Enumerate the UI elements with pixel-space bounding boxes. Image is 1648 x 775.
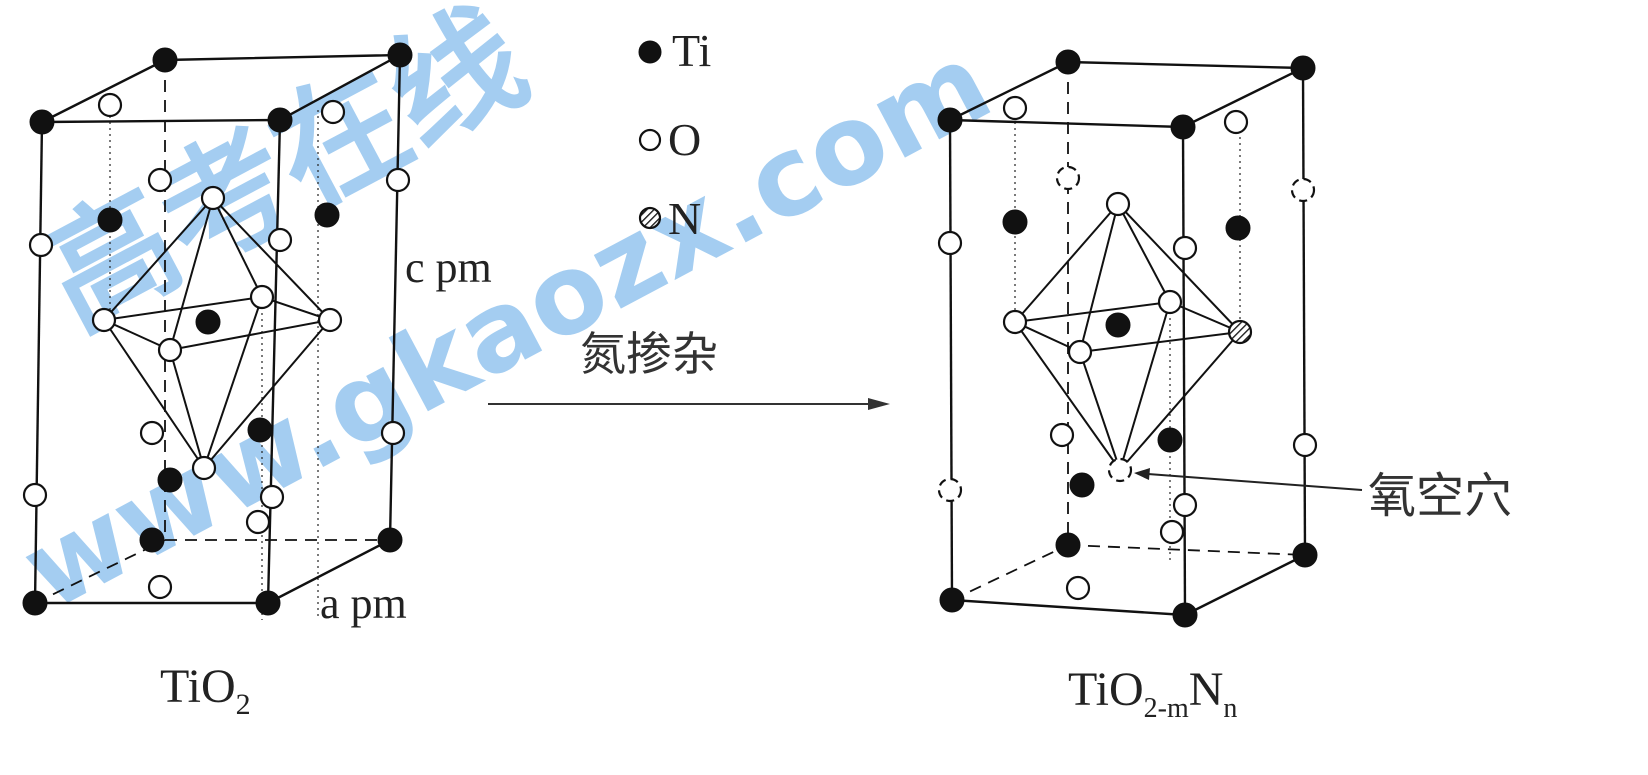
o-atom [245, 509, 271, 535]
o-atom [1292, 432, 1318, 458]
right-vacancy-sites [937, 165, 1316, 503]
o-atom [937, 230, 963, 256]
vacancy-pointer-head [1134, 468, 1150, 480]
ti-atom [1290, 55, 1316, 81]
doping-arrow: 氮掺杂 [488, 327, 890, 410]
ti-atom [157, 467, 183, 493]
arrow-label: 氮掺杂 [580, 327, 718, 381]
left-formula: TiO2 [160, 660, 251, 721]
left-ti-atoms [22, 42, 413, 616]
ti-atom [1055, 532, 1081, 558]
ti-atom [1170, 114, 1196, 140]
ti-atom [314, 202, 340, 228]
ti-atom [377, 527, 403, 553]
left-formula-sub: 2 [236, 688, 251, 721]
ti-atom [22, 590, 48, 616]
o-atom [91, 307, 117, 333]
oxygen-vacancy-site [1055, 165, 1081, 191]
o-atom [1002, 95, 1028, 121]
ti-atom [97, 207, 123, 233]
legend-n-label: N [668, 193, 701, 244]
o-atom [139, 420, 165, 446]
o-atom [97, 92, 123, 118]
oxygen-vacancy-site [937, 477, 963, 503]
n-atom [1227, 319, 1253, 345]
o-atom [1159, 519, 1185, 545]
ti-atom [937, 107, 963, 133]
legend-ti-label: Ti [672, 25, 711, 76]
left-o-atoms [22, 92, 411, 600]
ti-atom [152, 47, 178, 73]
o-atom [380, 420, 406, 446]
o-atom [1049, 422, 1075, 448]
right-hidden-edge [1067, 544, 1306, 556]
o-atom [200, 185, 226, 211]
right-box-edges [948, 60, 1307, 617]
left-hidden-edge [34, 539, 166, 604]
o-atom [267, 227, 293, 253]
right-unit-cell: 氧空穴 TiO2-mNn [937, 49, 1512, 724]
ti-atom [1002, 209, 1028, 235]
o-atom [147, 167, 173, 193]
o-atom [259, 484, 285, 510]
right-hidden-edge [951, 544, 1069, 601]
right-formula-sub1: 2-m [1144, 693, 1189, 724]
right-ti-atoms [937, 49, 1318, 628]
ti-atom [1069, 472, 1095, 498]
legend-o-symbol [638, 128, 662, 152]
ti-atom [255, 590, 281, 616]
oxygen-vacancy-marked [1107, 457, 1133, 483]
c-axis-label: c pm [405, 243, 492, 292]
ti-atom [1157, 427, 1183, 453]
right-formula-base: TiO [1068, 663, 1144, 716]
o-atom [191, 455, 217, 481]
o-atom [317, 307, 343, 333]
ti-atom [139, 527, 165, 553]
o-atom [1065, 575, 1091, 601]
o-atom [1067, 339, 1093, 365]
oxygen-vacancy-site [1290, 177, 1316, 203]
right-o-atoms [937, 95, 1318, 601]
o-atom [1172, 235, 1198, 261]
vacancy-label: 氧空穴 [1368, 468, 1512, 524]
o-atom [28, 232, 54, 258]
ti-atom [247, 417, 273, 443]
a-axis-label: a pm [320, 579, 407, 628]
right-formula-mid: N [1189, 663, 1224, 716]
o-atom [1105, 191, 1131, 217]
ti-atom [387, 42, 413, 68]
o-atom [1002, 309, 1028, 335]
ti-atom [1055, 49, 1081, 75]
legend-ti-symbol [638, 40, 662, 64]
ti-atom [267, 107, 293, 133]
ti-atom [29, 109, 55, 135]
arrow-head [868, 398, 890, 410]
right-octahedron [1011, 203, 1244, 471]
legend-o-label: O [668, 114, 701, 165]
o-atom [1157, 289, 1183, 315]
ti-atom [1105, 312, 1131, 338]
o-atom [320, 99, 346, 125]
legend-n-symbol [638, 206, 662, 230]
o-atom [22, 482, 48, 508]
o-atom [385, 167, 411, 193]
o-atom [1172, 492, 1198, 518]
ti-atom [939, 587, 965, 613]
o-atom [157, 337, 183, 363]
right-formula: TiO2-mNn [1068, 663, 1237, 724]
ti-atom [1292, 542, 1318, 568]
o-atom [147, 574, 173, 600]
o-atom [1223, 109, 1249, 135]
left-formula-base: TiO [160, 660, 236, 713]
o-atom [249, 284, 275, 310]
legend: Ti O N [638, 25, 711, 244]
vacancy-pointer-line [1147, 473, 1363, 491]
ti-atom [1172, 602, 1198, 628]
ti-atom [195, 309, 221, 335]
left-unit-cell: c pm a pm TiO2 [22, 42, 492, 721]
right-formula-sub2: n [1223, 693, 1237, 724]
ti-atom [1225, 215, 1251, 241]
